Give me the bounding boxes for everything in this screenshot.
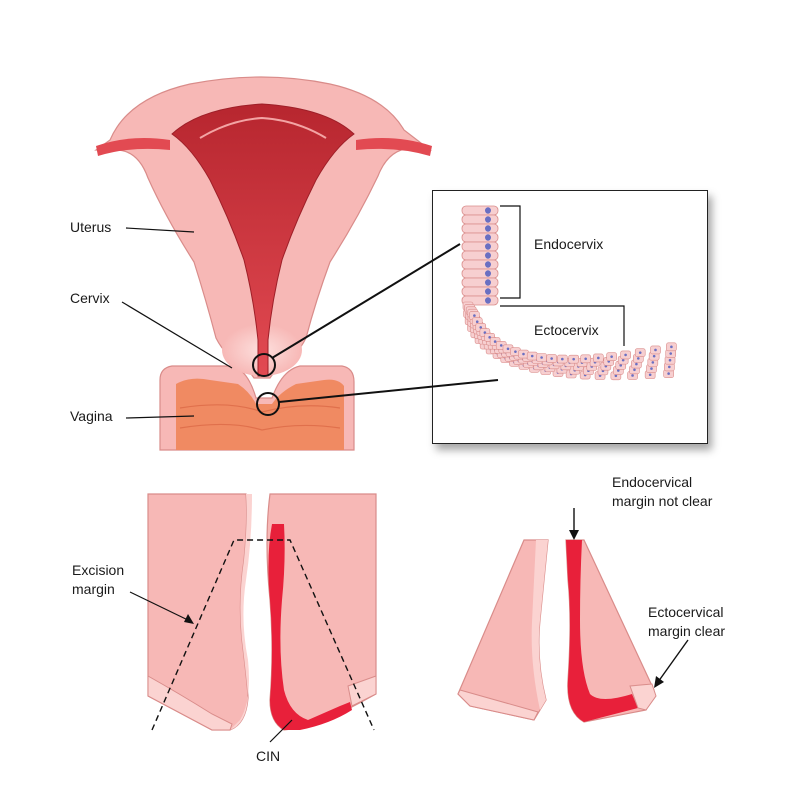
callout-line-ectocervix — [278, 379, 499, 403]
cell-nucleus — [514, 350, 517, 353]
cell-nucleus — [637, 357, 640, 360]
cell-nucleus — [614, 374, 618, 378]
specimen-ecto-clear — [629, 683, 657, 711]
cell-nucleus — [485, 243, 491, 250]
label-endocervical-margin-2: margin not clear — [612, 493, 713, 509]
cell-nucleus — [648, 373, 652, 377]
epithelium-inset — [461, 205, 677, 381]
cell-nucleus — [522, 352, 525, 356]
label-endocervical-margin-1: Endocervical — [612, 474, 693, 490]
cell-nucleus — [485, 225, 491, 232]
bracket-endocervix — [500, 205, 521, 299]
cell-nucleus — [667, 372, 670, 375]
cell-nucleus — [621, 358, 625, 362]
arrow-ectocervical — [657, 639, 689, 683]
leader-uterus — [125, 227, 195, 233]
specimen-cin-band — [566, 540, 638, 722]
cell-nucleus — [631, 374, 634, 377]
leader-excision — [129, 591, 193, 623]
cell-nucleus — [654, 348, 657, 352]
label-ectocervix: Ectocervix — [534, 322, 599, 338]
label-ectocervical-margin-1: Ectocervical — [648, 604, 724, 620]
cell-nucleus — [485, 207, 491, 214]
cell-nucleus — [485, 261, 491, 268]
cell-nucleus — [485, 297, 491, 304]
bracket-ectocervix — [500, 305, 625, 346]
label-cervix: Cervix — [70, 290, 110, 306]
callout-line-endocervix — [271, 243, 461, 359]
columnar-cell — [461, 232, 499, 243]
cell-nucleus — [610, 355, 613, 358]
cell-nucleus — [485, 270, 491, 277]
cell-nucleus — [624, 353, 627, 357]
cell-nucleus — [572, 357, 575, 361]
cell-nucleus — [668, 358, 672, 362]
label-vagina: Vagina — [70, 408, 113, 424]
cell-nucleus — [561, 357, 564, 361]
leader-cin — [269, 719, 293, 743]
cell-nucleus — [475, 320, 479, 324]
cell-nucleus — [485, 288, 491, 295]
columnar-cell — [461, 268, 499, 279]
vagina-lumen — [176, 378, 344, 450]
label-uterus: Uterus — [70, 219, 112, 235]
cell-nucleus — [550, 357, 553, 360]
cell-nucleus — [540, 356, 543, 359]
fallopian-tube-left — [96, 138, 170, 156]
cell-nucleus — [669, 352, 673, 355]
cell-nucleus — [485, 234, 491, 241]
uterine-cavity — [171, 103, 355, 377]
cell-nucleus — [530, 354, 534, 358]
cell-nucleus — [638, 351, 642, 354]
cell-nucleus — [652, 354, 656, 358]
columnar-cell — [461, 214, 499, 225]
columnar-cells — [461, 205, 499, 306]
cell-nucleus — [635, 362, 638, 366]
excision-cone — [151, 539, 375, 731]
cell-nucleus — [597, 356, 600, 360]
cell-nucleus — [485, 279, 491, 286]
cell-nucleus — [499, 344, 503, 347]
excised-specimen — [457, 508, 689, 723]
cell-nucleus — [670, 345, 673, 349]
ecto-clear-zone-left — [347, 675, 377, 707]
magnifier-circle-ectocervix — [256, 392, 280, 416]
columnar-cell — [461, 277, 499, 288]
label-ectocervical-margin-2: margin clear — [648, 623, 726, 639]
columnar-cell — [461, 205, 499, 216]
fallopian-tube-right — [356, 138, 432, 156]
cell-nucleus — [668, 365, 671, 369]
cell-nucleus — [473, 314, 476, 317]
label-cin: CIN — [256, 748, 281, 764]
cervix-left-inner — [230, 494, 252, 730]
cell-nucleus — [650, 367, 653, 370]
cell-nucleus — [651, 361, 655, 364]
cell-nucleus — [633, 368, 636, 372]
columnar-cell — [461, 223, 499, 234]
cell-nucleus — [506, 347, 510, 351]
excision-diagram — [129, 493, 377, 743]
cell-nucleus — [485, 252, 491, 259]
cell-nucleus — [619, 364, 623, 367]
leader-vagina — [125, 415, 195, 419]
cell-nucleus — [479, 326, 483, 329]
cell-nucleus — [584, 357, 587, 361]
cell-nucleus — [617, 369, 620, 372]
label-excision-margin-1: Excision — [72, 562, 125, 578]
columnar-cell — [461, 286, 499, 297]
leader-cervix — [121, 301, 233, 369]
columnar-cell — [461, 259, 499, 270]
label-excision-margin-2: margin — [72, 581, 115, 597]
magnifier-circle-endocervix — [252, 353, 276, 377]
cin-band — [268, 524, 352, 730]
cell-nucleus — [485, 216, 491, 223]
columnar-cell — [461, 250, 499, 261]
columnar-cell — [461, 241, 499, 252]
squamous-cells — [462, 301, 677, 381]
cell-nucleus — [493, 340, 497, 343]
label-endocervix: Endocervix — [534, 236, 604, 252]
